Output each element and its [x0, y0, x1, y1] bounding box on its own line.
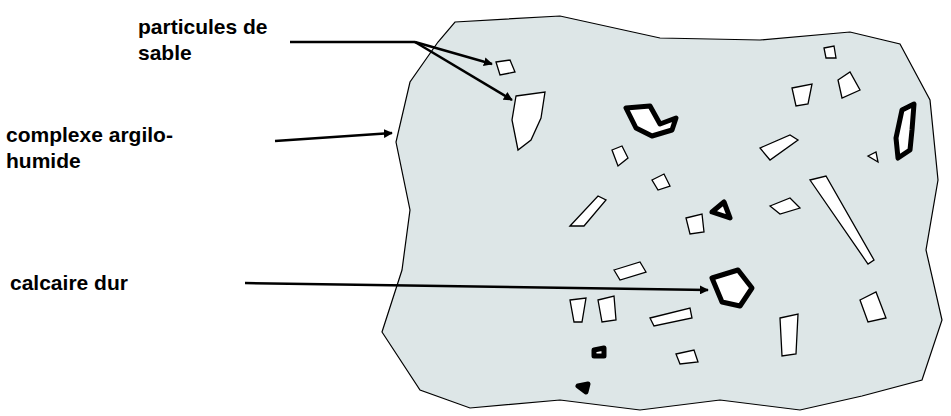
leader-arrows	[245, 42, 708, 290]
part-label: complexe argilo-humide	[6, 122, 181, 174]
aggregate-outline	[382, 16, 942, 410]
hard-limestone	[578, 104, 914, 392]
part-label: particules de sable	[138, 14, 278, 66]
sand-particles	[496, 46, 886, 364]
part-label: calcaire dur	[10, 270, 128, 296]
